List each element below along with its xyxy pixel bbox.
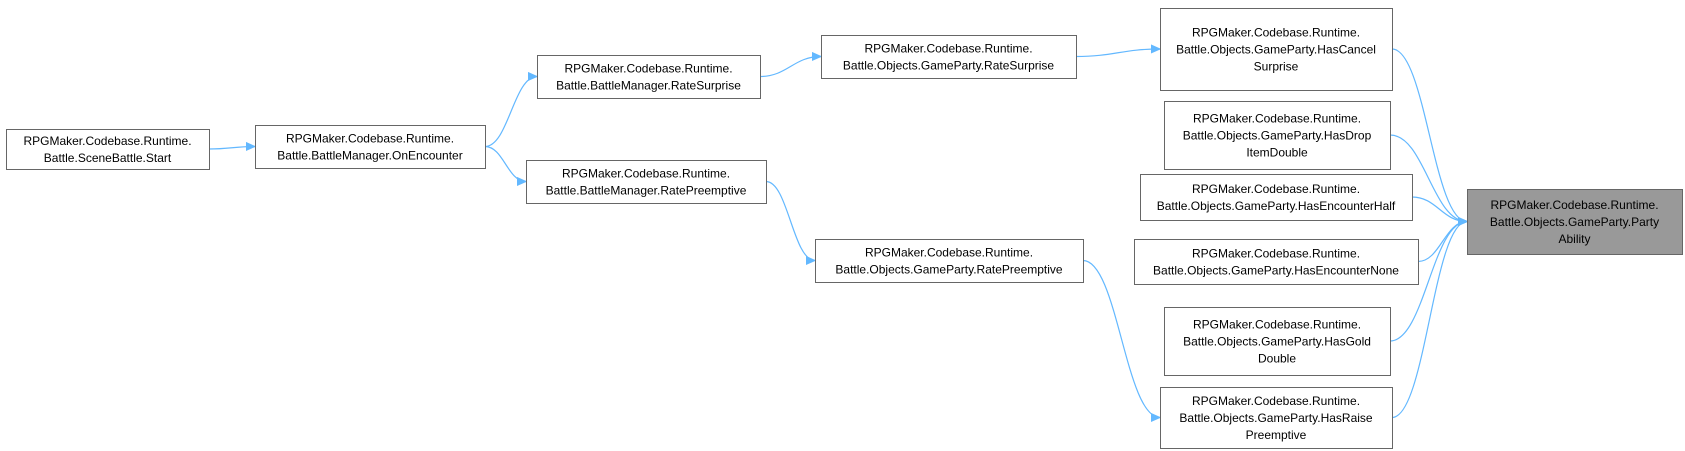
node-party-rate-surprise[interactable]: RPGMaker.Codebase.Runtime. Battle.Objects… [821,35,1077,79]
node-box [1164,101,1391,170]
node-label-line: Battle.Objects.GameParty.RateSurprise [843,59,1055,73]
node-label-line: RPGMaker.Codebase.Runtime. [1192,26,1360,40]
node-bm-on-encounter[interactable]: RPGMaker.Codebase.Runtime. Battle.BattleM… [255,125,486,169]
node-label-line: RPGMaker.Codebase.Runtime. [864,42,1032,56]
edge-has-cancel-surprise-to-party-ability [1391,48,1467,222]
node-label-line: RPGMaker.Codebase.Runtime. [1193,112,1361,126]
node-label-line: Battle.BattleManager.OnEncounter [277,149,462,163]
node-box [255,125,486,169]
node-label-line: RPGMaker.Codebase.Runtime. [23,134,191,148]
node-box [1467,189,1683,255]
node-box [1160,8,1393,91]
node-label-line: Battle.BattleManager.RateSurprise [556,79,741,93]
node-box [526,160,767,204]
node-box [821,35,1077,79]
node-box [1134,239,1419,285]
node-label-line: Battle.Objects.GameParty.HasDrop [1183,129,1372,143]
edge-bm-rate-surprise-to-party-rate-surprise [759,57,821,78]
node-bm-rate-surprise[interactable]: RPGMaker.Codebase.Runtime. Battle.BattleM… [537,55,761,99]
node-label-line: Ability [1558,232,1590,246]
edge-has-encounter-none-to-party-ability [1417,222,1467,263]
node-party-ability[interactable]: RPGMaker.Codebase.Runtime. Battle.Objects… [1467,189,1683,255]
node-label-line: RPGMaker.Codebase.Runtime. [286,132,454,146]
node-label-line: Surprise [1254,60,1299,74]
edges-layer [208,48,1467,419]
node-label-line: Battle.Objects.GameParty.HasRaise [1179,411,1373,425]
nodes-layer: RPGMaker.Codebase.Runtime. Battle.Objects… [6,8,1683,449]
node-has-cancel-surprise[interactable]: RPGMaker.Codebase.Runtime. Battle.Objects… [1160,8,1393,91]
edge-has-raise-preemptive-to-party-ability [1391,222,1467,419]
node-box [6,129,210,170]
node-box [1164,307,1391,376]
node-has-encounter-none[interactable]: RPGMaker.Codebase.Runtime. Battle.Objects… [1134,239,1419,285]
node-label-line: Battle.Objects.GameParty.HasEncounterHal… [1157,199,1396,213]
node-has-gold-double[interactable]: RPGMaker.Codebase.Runtime. Battle.Objects… [1164,307,1391,376]
node-has-raise-preemptive[interactable]: RPGMaker.Codebase.Runtime. Battle.Objects… [1160,387,1393,449]
node-label-line: RPGMaker.Codebase.Runtime. [1192,247,1360,261]
node-box [1140,174,1413,221]
node-box [1160,387,1393,449]
node-label-line: Battle.BattleManager.RatePreemptive [546,184,747,198]
node-scene-battle-start[interactable]: RPGMaker.Codebase.Runtime. Battle.SceneBa… [6,129,210,170]
node-bm-rate-preemptive[interactable]: RPGMaker.Codebase.Runtime. Battle.BattleM… [526,160,767,204]
edge-scene-battle-start-to-bm-on-encounter [208,147,255,150]
edge-party-rate-surprise-to-has-cancel-surprise [1075,49,1160,58]
node-party-rate-preemptive[interactable]: RPGMaker.Codebase.Runtime. Battle.Objects… [815,239,1084,283]
node-label-line: RPGMaker.Codebase.Runtime. [865,246,1033,260]
node-label-line: RPGMaker.Codebase.Runtime. [1193,318,1361,332]
node-label-line: RPGMaker.Codebase.Runtime. [564,62,732,76]
edge-bm-on-encounter-to-bm-rate-preemptive [484,145,526,182]
node-label-line: Preemptive [1246,428,1307,442]
node-box [815,239,1084,283]
node-label-line: Battle.SceneBattle.Start [44,151,172,165]
node-label-line: Double [1258,352,1296,366]
node-label-line: RPGMaker.Codebase.Runtime. [1490,198,1658,212]
node-label-line: Battle.Objects.GameParty.HasCancel [1176,43,1376,57]
node-label-line: RPGMaker.Codebase.Runtime. [562,167,730,181]
node-box [537,55,761,99]
node-has-encounter-half[interactable]: RPGMaker.Codebase.Runtime. Battle.Objects… [1140,174,1413,221]
node-label-line: ItemDouble [1246,146,1308,160]
edge-has-gold-double-to-party-ability [1389,222,1467,342]
edge-bm-on-encounter-to-bm-rate-surprise [484,77,537,148]
node-has-drop-item-double[interactable]: RPGMaker.Codebase.Runtime. Battle.Objects… [1164,101,1391,170]
node-label-line: Battle.Objects.GameParty.Party [1490,215,1659,229]
node-label-line: Battle.Objects.GameParty.HasGold [1183,335,1371,349]
edge-bm-rate-preemptive-to-party-rate-preemptive [765,180,815,261]
edge-has-drop-item-double-to-party-ability [1389,134,1467,222]
edge-party-rate-preemptive-to-has-raise-preemptive [1082,259,1160,418]
node-label-line: Battle.Objects.GameParty.HasEncounterNon… [1153,264,1399,278]
node-label-line: Battle.Objects.GameParty.RatePreemptive [835,263,1063,277]
node-label-line: RPGMaker.Codebase.Runtime. [1192,182,1360,196]
node-label-line: RPGMaker.Codebase.Runtime. [1192,394,1360,408]
